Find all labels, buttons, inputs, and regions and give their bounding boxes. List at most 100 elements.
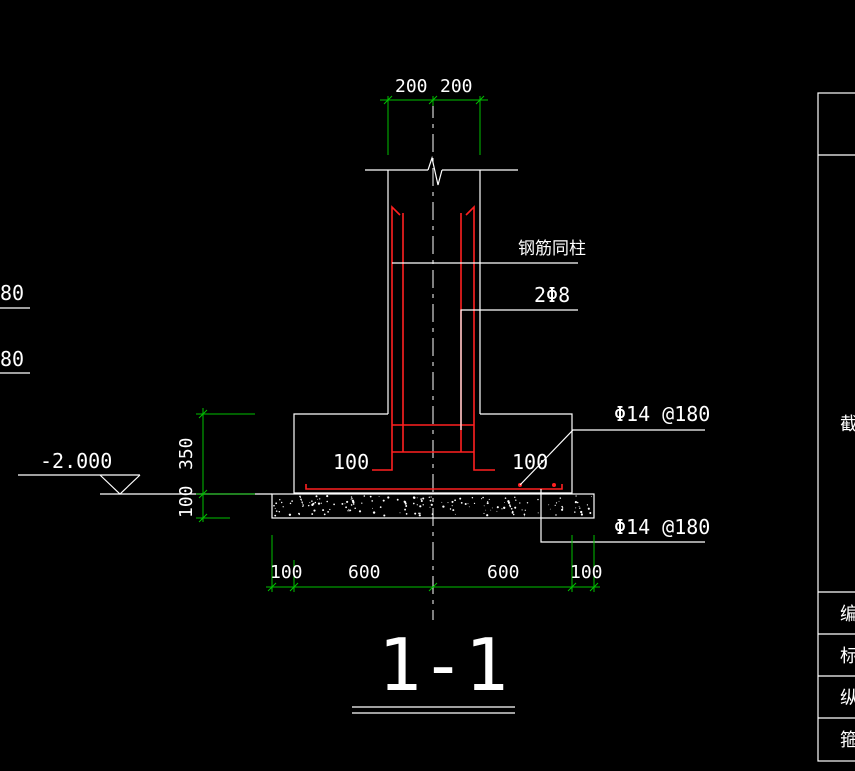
hatch-dot [487, 501, 489, 503]
hatch-dot [586, 504, 588, 506]
hatch-dot [347, 510, 349, 512]
hatch-dot [282, 506, 284, 508]
label-stirrup: 2Φ8 [534, 283, 570, 307]
hatch-dot [404, 508, 407, 511]
hatch-dot [523, 515, 525, 517]
hatch-dot [509, 505, 512, 508]
hatch-dot [454, 513, 456, 515]
hatch-dot [486, 514, 489, 517]
title-block-row-5: 箍 [840, 730, 855, 751]
hatch-dot [460, 502, 463, 504]
bottom-dim-tick-2 [289, 582, 299, 592]
label-top-rebar: Φ14 @180 [614, 402, 710, 426]
hatch-dot [418, 512, 420, 515]
hatch-dot [307, 504, 310, 507]
hatch-dot [496, 506, 499, 509]
hatch-dot [441, 501, 443, 503]
hatch-dot [412, 496, 416, 499]
title-block: 截 编 标 纵 箍 [817, 92, 855, 762]
hatch-dot [363, 495, 366, 497]
hatch-dot [416, 504, 418, 506]
hatch-dot [416, 497, 418, 499]
hatch-dot [428, 496, 430, 498]
hatch-dot [419, 505, 422, 508]
section-title-group: 1-1 [352, 623, 515, 714]
vert-dim-tick-2 [198, 489, 208, 499]
hatch-dot [419, 512, 421, 514]
hatch-dot [414, 512, 417, 515]
hatch-dot [575, 495, 577, 497]
hatch-dot [301, 502, 303, 504]
hatch-dot [514, 496, 516, 499]
hatch-dot [442, 505, 445, 508]
hatch-dot [526, 502, 529, 504]
rebar-dot-2 [552, 483, 556, 487]
hatch-dot [379, 506, 382, 508]
hatch-dot [482, 496, 484, 499]
hatch-dot [299, 495, 301, 498]
hatch-dot [301, 501, 303, 503]
column-rebar-right [465, 205, 495, 471]
hatch-dot [412, 502, 415, 505]
hatch-dot [429, 499, 432, 502]
bottom-dim-left-text: 600 [348, 562, 381, 583]
hatch-dot [348, 508, 350, 510]
hatch-dot [580, 510, 583, 514]
hatch-dot [326, 500, 328, 503]
hatch-dot [514, 506, 517, 509]
break-symbol [427, 155, 443, 186]
hatch-dot [279, 499, 281, 501]
hatch-dot [387, 496, 390, 499]
hatch-dot [311, 513, 314, 515]
hatch-dot [352, 503, 355, 505]
hatch-dot [429, 506, 431, 508]
hatch-dot [491, 507, 493, 509]
leader-stirrup [460, 309, 578, 430]
hatch-dot [464, 502, 467, 506]
hatch-dot [579, 507, 581, 509]
bottom-dim-right-text: 600 [487, 562, 520, 583]
elevation-triangle [99, 474, 141, 495]
hatch-dot [422, 504, 424, 506]
left-partial-text-1: 80 [0, 281, 24, 305]
hatch-dot [554, 504, 556, 506]
hatch-dot [323, 513, 326, 516]
hatch-dot [354, 507, 356, 510]
hatch-dot [309, 502, 311, 504]
hatch-dot [449, 508, 452, 510]
label-offset-left: 100 [333, 450, 369, 474]
hatch-dot [289, 502, 292, 505]
bottom-dim-tick-5 [589, 582, 599, 592]
label-offset-right: 100 [512, 450, 548, 474]
bottom-dimension: 100 600 600 100 [266, 535, 603, 592]
hatch-dot [549, 508, 551, 510]
hatch-dot [371, 500, 374, 502]
label-bottom-rebar: Φ14 @180 [614, 515, 710, 539]
hatch-dot [382, 499, 385, 502]
hatch-dot [537, 498, 539, 501]
hatch-dot [346, 501, 348, 503]
hatch-dot [483, 512, 485, 514]
top-dim-tick-1 [383, 95, 393, 105]
hatch-dot [558, 500, 560, 502]
hatch-dot [274, 507, 276, 509]
hatch-dot [467, 503, 469, 505]
hatch-dot [378, 496, 380, 498]
bottom-dim-tick-1 [267, 582, 277, 592]
hatch-dot [578, 505, 580, 507]
hatch-dot [405, 513, 408, 515]
hatch-dot [523, 513, 526, 516]
hatch-dot [490, 509, 492, 511]
leader-bottom-rebar [540, 489, 705, 543]
annotation-leaders: 钢筋同柱 2Φ8 Φ14 @180 Φ14 @180 100 100 [333, 239, 710, 543]
hatch-dot [501, 508, 503, 510]
hatch-dot [508, 504, 511, 506]
hatch-dot [315, 495, 318, 498]
vertical-dimension: 350 100 [176, 408, 255, 523]
hatch-dot [481, 498, 483, 500]
hatch-dot [302, 505, 304, 507]
hatch-dot [313, 509, 316, 512]
hatch-dot [351, 497, 353, 500]
left-partial-annotations: 80 80 [0, 281, 30, 374]
